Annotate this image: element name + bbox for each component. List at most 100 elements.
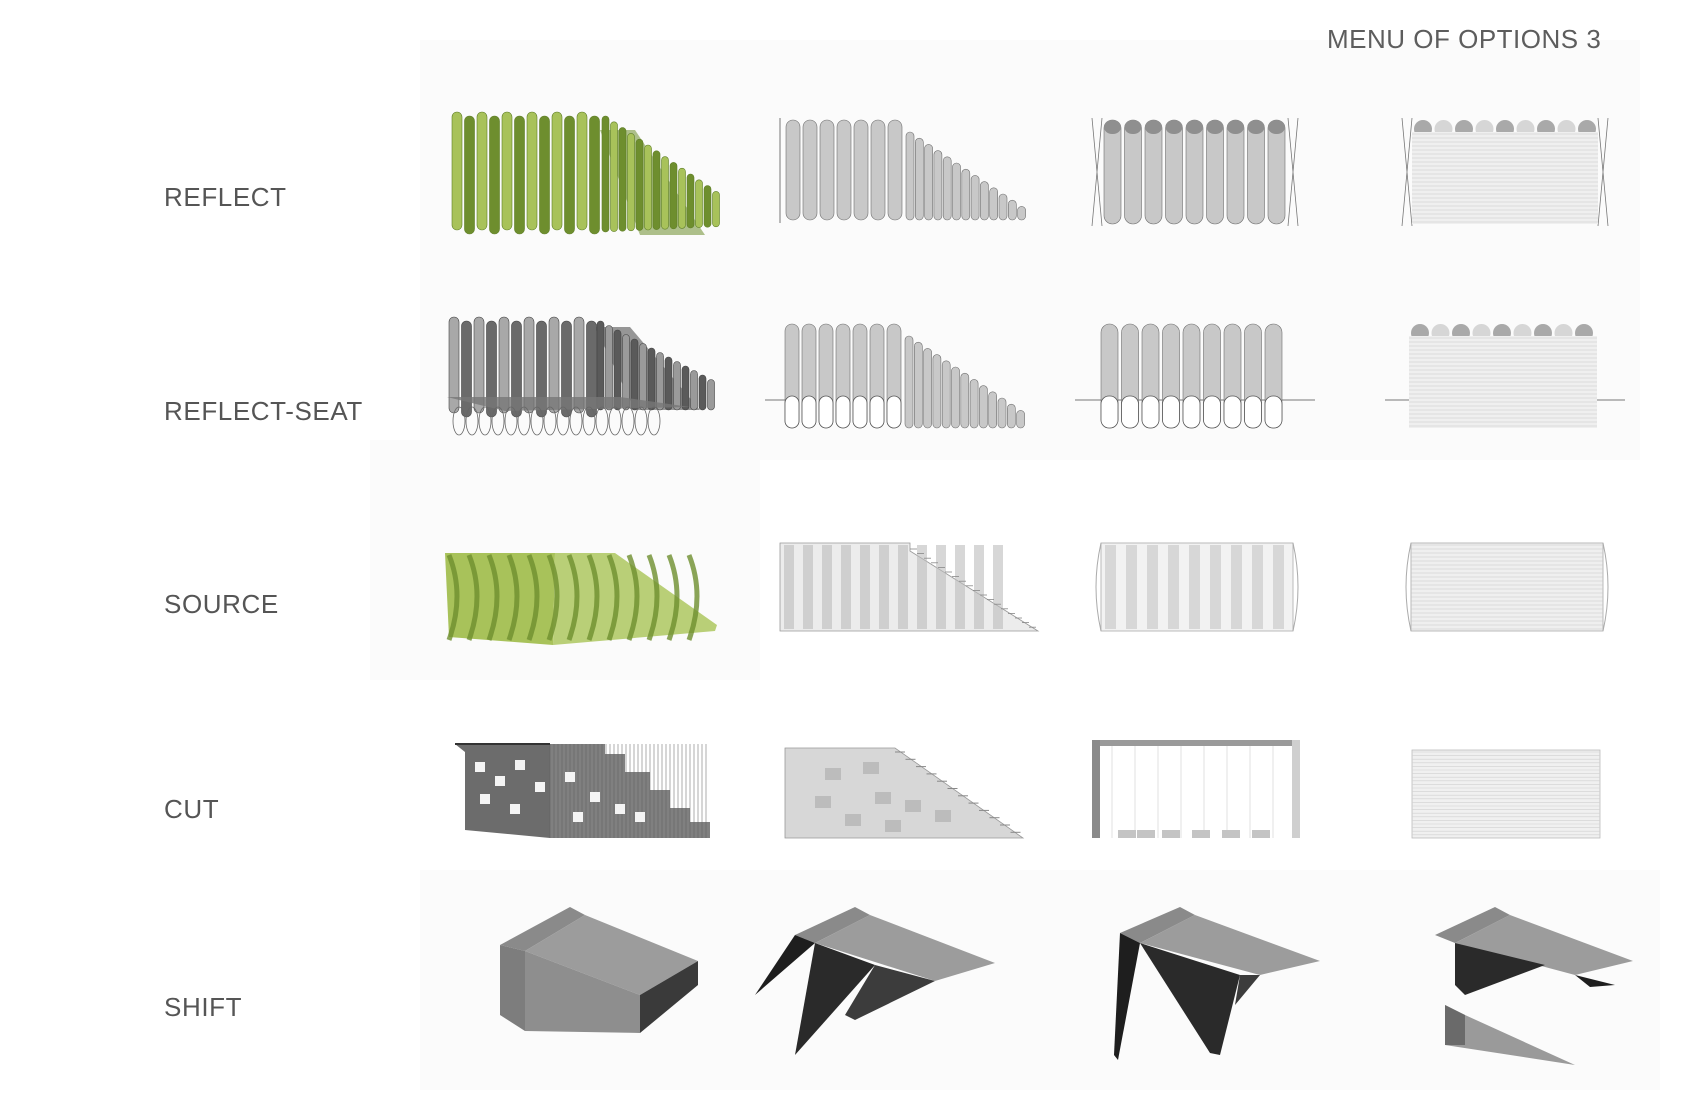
seat-loop (595, 406, 609, 436)
seat-fin (473, 316, 485, 414)
source-wave (566, 554, 580, 641)
cut-elevation-stepped (784, 747, 1025, 839)
reflect-fin-stepped (703, 185, 712, 228)
cut-front-base (1137, 830, 1155, 838)
source-elevation-front (1095, 542, 1299, 632)
reflect-fin-stepped (686, 173, 695, 229)
reflect-perspective-view (451, 111, 720, 235)
reflect-panel-stepped (924, 144, 933, 221)
reflect-front-panel (1144, 119, 1163, 225)
seat-panel-stepped (969, 379, 979, 429)
panel-cap (1227, 120, 1244, 134)
shift-c-roof-left (1120, 907, 1195, 943)
source-band (1168, 545, 1179, 629)
shift-a-roof-right (525, 915, 698, 995)
seat-fin (573, 316, 585, 414)
reflect-fin-stepped (618, 127, 627, 232)
cut-block (885, 820, 901, 832)
reflect-panel (785, 119, 801, 221)
reflect-front-panel (1206, 119, 1224, 225)
seat-panel-stepped (923, 348, 932, 429)
shift-a-roof-left (500, 907, 585, 951)
reflect-front-panel (1165, 119, 1183, 225)
source-wave (586, 554, 600, 641)
reflect-panel-stepped (915, 137, 924, 221)
reflect-panel-stepped (905, 131, 915, 221)
cut-opening (565, 772, 575, 782)
shift-d-wing (1455, 943, 1545, 995)
panel-cap (1247, 120, 1265, 134)
source-band (784, 545, 794, 629)
reflect-panel-stepped (989, 187, 998, 221)
seat-fin (561, 320, 572, 418)
seat-loop (1141, 395, 1160, 429)
seat-fin-stepped (605, 325, 613, 411)
source-band (1189, 545, 1200, 629)
seat-loop (869, 395, 885, 429)
reflect-fin-stepped (610, 121, 618, 232)
reflect-fin-stepped (678, 167, 686, 229)
seat-loop (1244, 395, 1262, 429)
reflect-front-panel (1267, 119, 1286, 225)
shift-d-roof-right (1455, 915, 1633, 975)
row-label-shift: SHIFT (164, 992, 243, 1022)
seat-loop (634, 406, 648, 436)
source-edge (1095, 542, 1299, 632)
reflect-panel (802, 119, 818, 221)
source-perspective-view (445, 553, 717, 645)
shift-option-d (1435, 907, 1633, 1065)
seat-panel-stepped (979, 385, 988, 429)
seat-fin-stepped (656, 352, 664, 411)
cut-block (935, 810, 951, 822)
row-label-reflect-seat: REFLECT-SEAT (164, 396, 363, 426)
shift-option-a (500, 907, 698, 1033)
cut-block (845, 814, 861, 826)
seat-fin-stepped (681, 365, 690, 411)
source-wave (486, 554, 500, 641)
seat-loop (1162, 395, 1180, 429)
panel-cap (1145, 120, 1162, 134)
row-label-source: SOURCE (164, 589, 279, 619)
reflect-panel-stepped (970, 175, 980, 221)
reflect-front-panel (1226, 119, 1245, 225)
cut-opening (590, 792, 600, 802)
reflect-fin (489, 115, 500, 235)
reflect-fin (576, 111, 588, 231)
panel-cap (1206, 120, 1224, 134)
seat-loop (1223, 395, 1242, 429)
seat-fin-stepped (630, 338, 639, 411)
source-wave (646, 554, 660, 641)
cut-elevation-front (1092, 740, 1300, 838)
shift-c-leg-mid (1140, 943, 1240, 1055)
seat-fin-stepped (690, 370, 698, 411)
shift-c-leg-left (1114, 933, 1140, 1060)
reflect-front-panel (1247, 119, 1265, 225)
reflect-fin-stepped (695, 179, 703, 228)
reflect-fin-stepped (712, 191, 720, 228)
seat-loop (465, 406, 479, 436)
shift-b-roof-left (795, 907, 870, 943)
shift-a-end (640, 961, 698, 1033)
cut-elevation-rear (1411, 749, 1601, 839)
seat-fin (498, 316, 510, 414)
seat-loop (452, 406, 466, 436)
seat-fin (536, 320, 547, 418)
reflect-fin (589, 115, 600, 235)
source-band (879, 545, 889, 629)
reflect-fin (551, 111, 563, 231)
cut-opening (635, 812, 645, 822)
seat-fin-stepped (622, 334, 630, 411)
seat-loop (835, 395, 851, 429)
seat-loop (1121, 395, 1139, 429)
cut-front-post (1292, 740, 1300, 838)
reflect-fin-stepped (644, 144, 652, 231)
shift-d-roof-left (1435, 907, 1510, 943)
panel-cap (1186, 120, 1203, 134)
reflect-panel-stepped (1017, 206, 1026, 221)
cut-opening (475, 762, 485, 772)
seat-loop (543, 406, 557, 436)
cut-opening (480, 794, 490, 804)
source-band (993, 545, 1003, 629)
seat-panel-stepped (1007, 403, 1016, 429)
source-elevation-rear (1405, 542, 1609, 632)
